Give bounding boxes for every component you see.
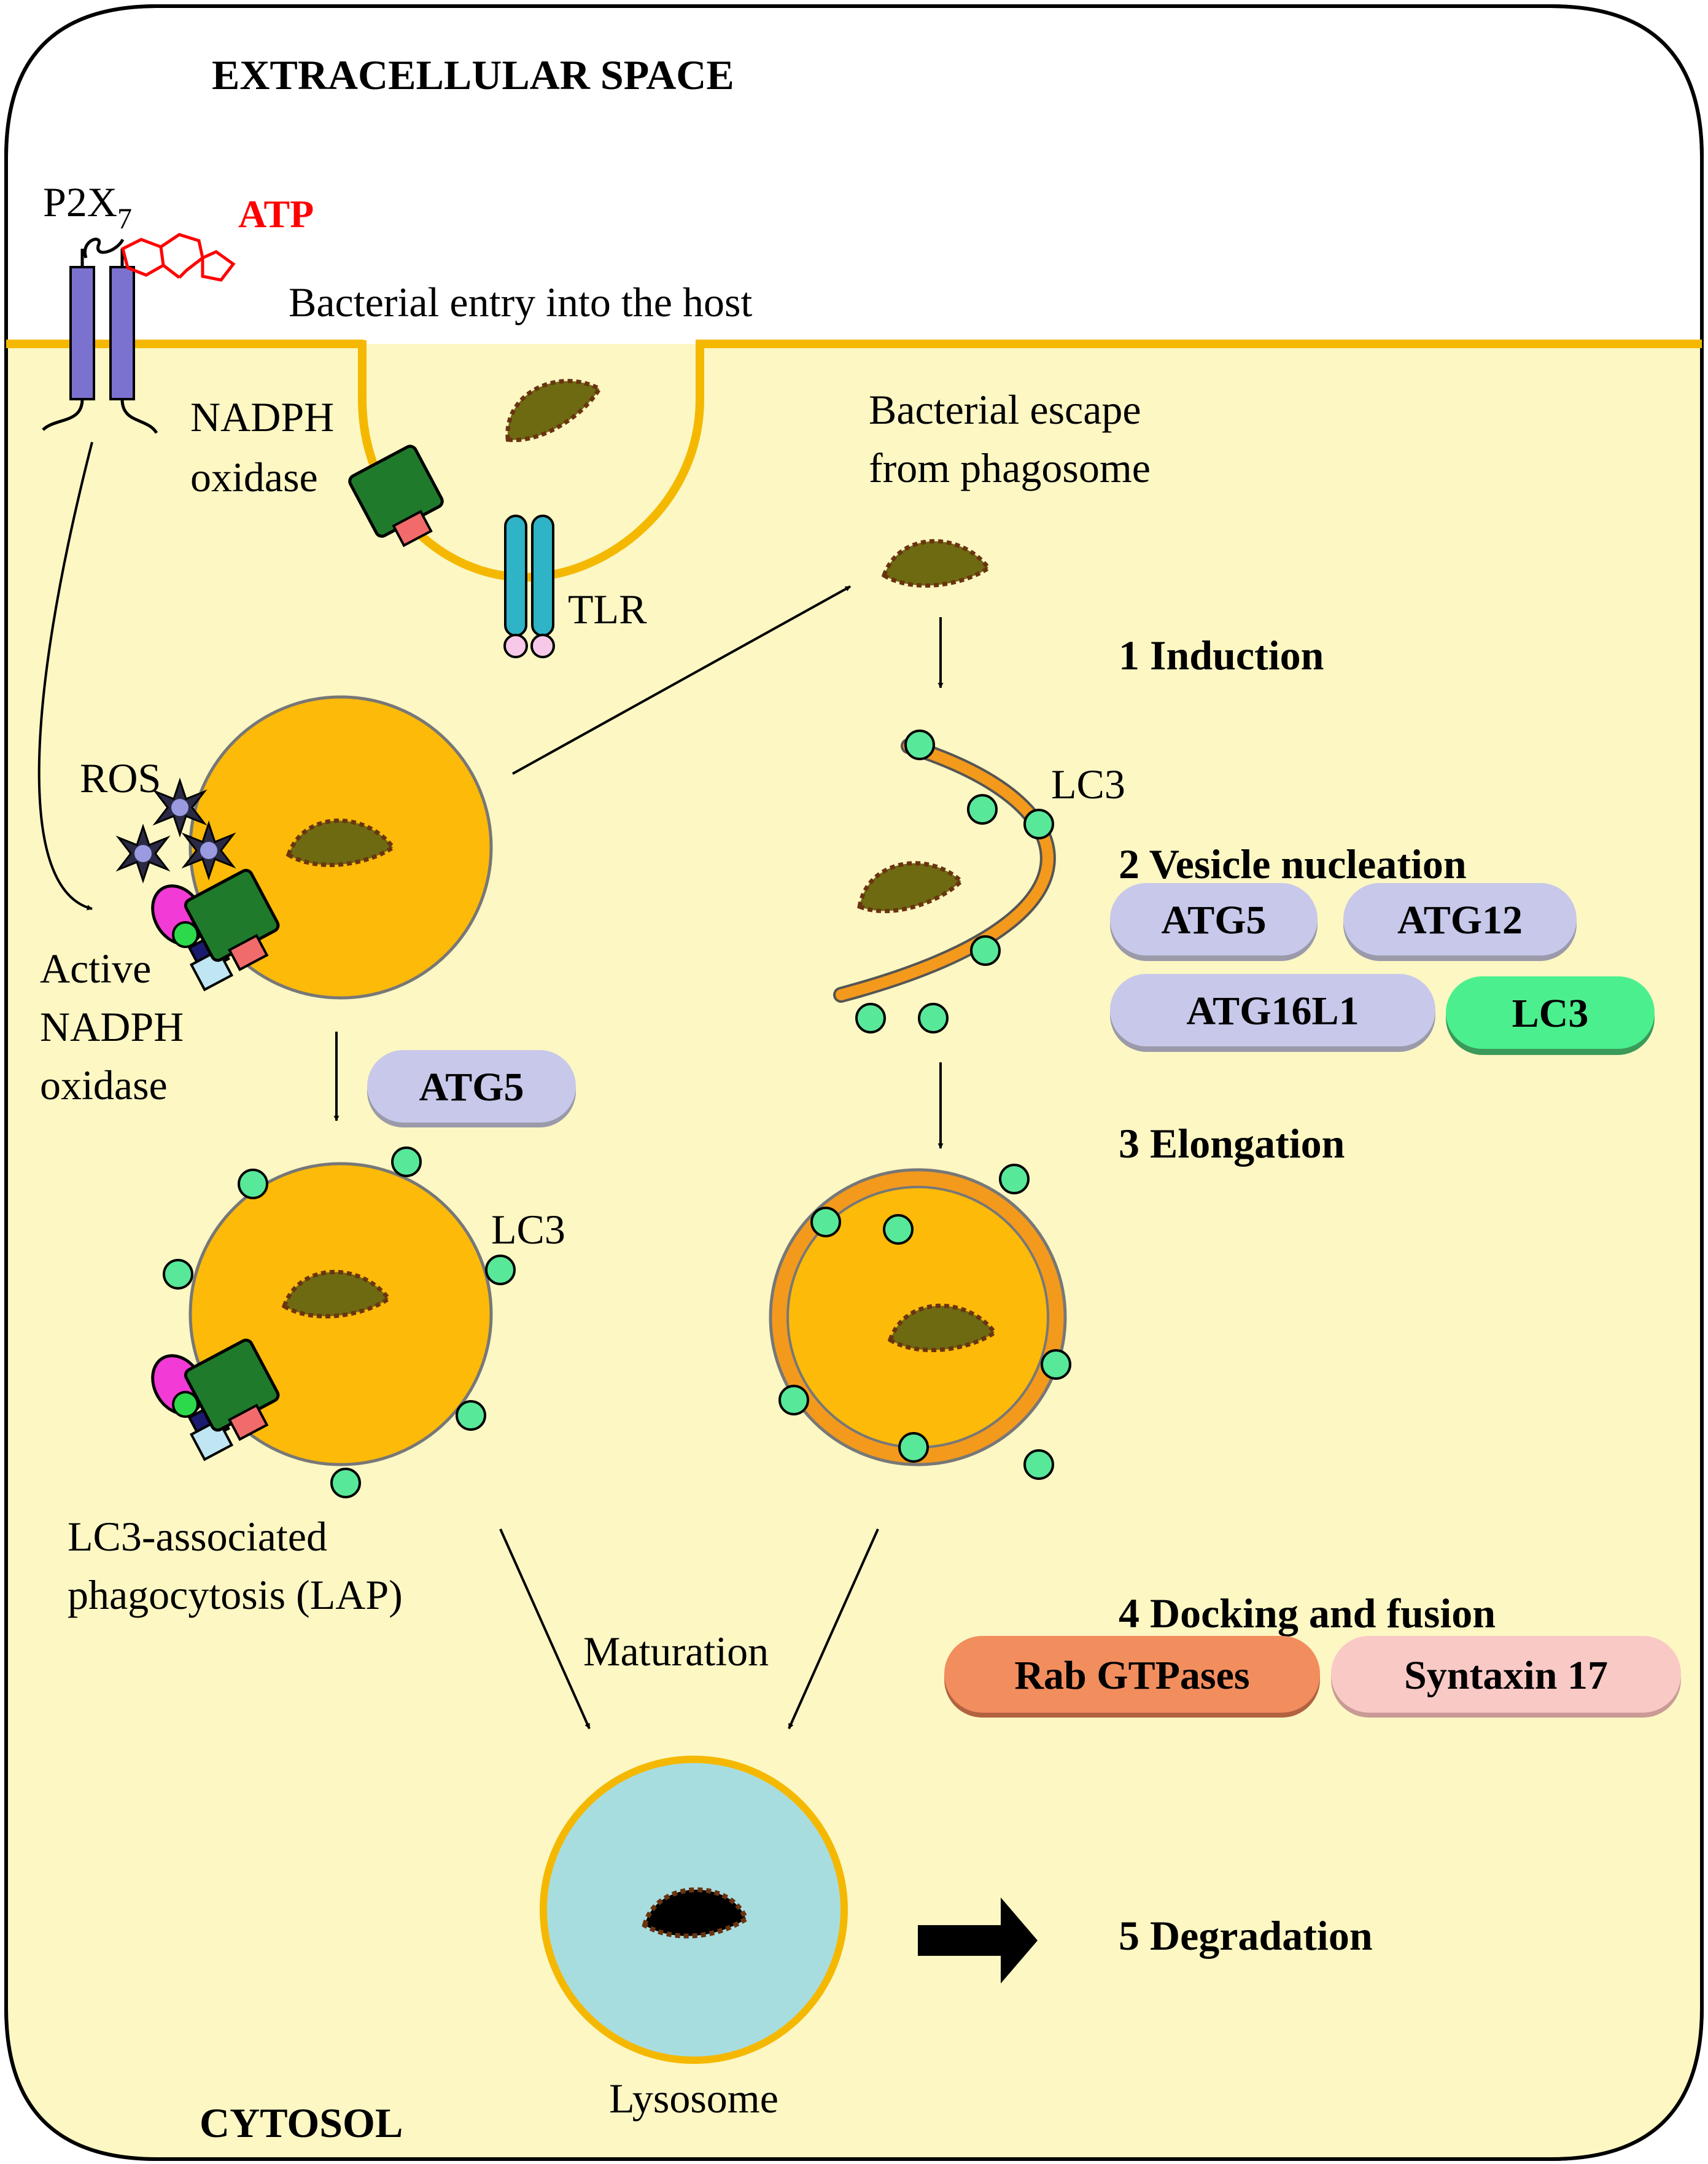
active-nadph-label-2: NADPH <box>40 1003 184 1050</box>
tlr-label: TLR <box>568 586 647 632</box>
lap-lc3-dots <box>163 1146 516 1498</box>
lc3-phagophore-label: LC3 <box>1051 761 1125 808</box>
step-docking-fusion: 4 Docking and fusion <box>1119 1590 1496 1637</box>
arrow-p2x7-to-nadph <box>37 442 93 911</box>
svg-text:ATG5: ATG5 <box>1161 898 1266 943</box>
active-nadph-label-3: oxidase <box>40 1062 168 1108</box>
active-nadph-label: Active <box>40 945 151 992</box>
nadph-oxidase-label: NADPH <box>190 394 334 440</box>
p2x7-label: P2X7 <box>43 179 132 235</box>
svg-text:ATG12: ATG12 <box>1397 898 1523 943</box>
step-induction: 1 Induction <box>1119 632 1324 679</box>
atg5-lap-pill: ATG5 <box>367 1050 576 1127</box>
cell <box>4 4 1704 2161</box>
arrow-autophagosome-to-lysosome <box>788 1528 879 1729</box>
atg12-pill: ATG12 <box>1343 883 1577 961</box>
syntaxin-17-pill: Syntaxin 17 <box>1331 1636 1681 1718</box>
bacterial-escape-label-2: from phagosome <box>869 445 1151 491</box>
lap-phagosome <box>142 1146 516 1498</box>
arrow-escape <box>512 585 851 775</box>
nadph-oxidase-label-2: oxidase <box>190 454 318 500</box>
lap-label-2: phagocytosis (LAP) <box>68 1571 403 1618</box>
maturation-label: Maturation <box>583 1628 769 1675</box>
step-vesicle-nucleation: 2 Vesicle nucleation <box>1119 841 1467 887</box>
lc3-pill: LC3 <box>1446 976 1655 1055</box>
svg-text:ATG16L1: ATG16L1 <box>1186 989 1359 1033</box>
rab-gtpases-pill: Rab GTPases <box>944 1636 1320 1718</box>
svg-text:ATG5: ATG5 <box>419 1065 524 1110</box>
atg16l1-pill: ATG16L1 <box>1110 974 1435 1052</box>
arrow-lap-to-lysosome <box>499 1528 591 1729</box>
phagophore <box>833 730 1056 1033</box>
atp-molecule <box>121 233 236 282</box>
svg-text:Syntaxin 17: Syntaxin 17 <box>1404 1653 1608 1698</box>
cell-outline-front <box>4 4 1704 2161</box>
p2x7-receptor: P2X7 <box>42 179 158 434</box>
autophagosome <box>769 1164 1071 1480</box>
step-elongation: 3 Elongation <box>1119 1120 1345 1167</box>
extracellular-space-label: EXTRACELLULAR SPACE <box>212 52 734 98</box>
atp-label: ATP <box>238 192 314 236</box>
lysosome <box>540 1756 848 2064</box>
svg-text:LC3: LC3 <box>1512 991 1589 1036</box>
lc3-lap-label: LC3 <box>491 1206 565 1253</box>
tlr-receptor <box>503 515 555 658</box>
arrows <box>37 442 944 1729</box>
degradation-arrow <box>918 1897 1038 1983</box>
phagophore-lc3-dots <box>855 730 1054 1033</box>
lysosome-label: Lysosome <box>609 2075 778 2122</box>
autophagosome-lc3-dots <box>778 1164 1071 1480</box>
lap-label: LC3-associated <box>68 1513 327 1560</box>
bacterial-entry-label: Bacterial entry into the host <box>289 279 752 325</box>
step-degradation: 5 Degradation <box>1119 1912 1373 1959</box>
atg5-pill: ATG5 <box>1110 883 1318 961</box>
svg-text:Rab GTPases: Rab GTPases <box>1014 1653 1249 1698</box>
ros-label: ROS <box>80 755 161 801</box>
bacterial-escape-label: Bacterial escape <box>869 386 1141 433</box>
cytosol-label: CYTOSOL <box>200 2100 403 2146</box>
